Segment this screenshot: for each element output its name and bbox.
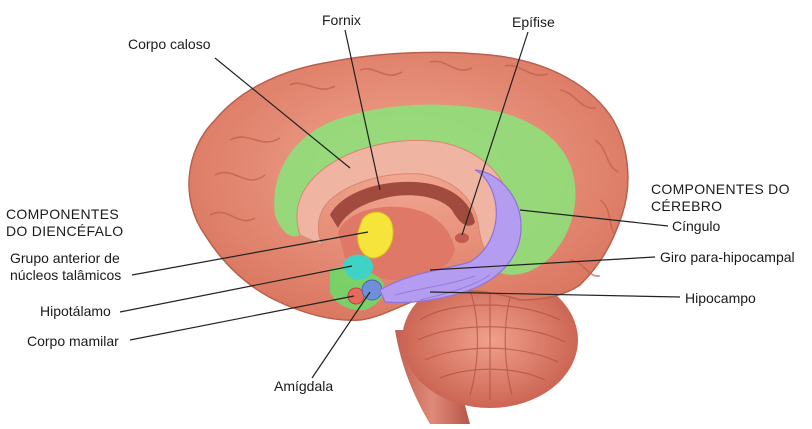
label-amigdala: Amígdala	[274, 378, 334, 394]
group-diencefalo-line2: DO DIENCÉFALO	[6, 223, 124, 239]
leader-corpo-mamilar	[129, 295, 355, 341]
leader-grupo-anterior	[131, 231, 369, 276]
label-cingulo: Cíngulo	[672, 218, 721, 234]
group-cerebro-line1: COMPONENTES DO	[651, 181, 790, 197]
label-giro-para-hipocampal: Giro para-hipocampal	[660, 249, 795, 265]
leader-hipotalamo	[119, 265, 353, 313]
label-fornix: Fornix	[322, 12, 361, 28]
leader-cingulo	[519, 209, 669, 227]
leader-corpo-caloso	[214, 57, 351, 169]
label-epifise: Epífise	[512, 14, 555, 30]
leader-fornix	[344, 29, 381, 191]
label-hipotalamo: Hipotálamo	[40, 303, 111, 319]
leader-lines	[119, 29, 681, 379]
label-grupo-anterior-line2: núcleos talâmicos	[10, 267, 122, 283]
group-cerebro-line2: CÉREBRO	[651, 198, 723, 214]
leader-amigdala	[311, 291, 371, 379]
group-diencefalo-line1: COMPONENTES	[6, 206, 119, 222]
hypothalamus	[343, 254, 374, 280]
anterior-thalamic-nuclei	[357, 211, 394, 259]
label-grupo-anterior-line1: Grupo anterior de	[10, 250, 120, 266]
leader-hipocampo	[429, 291, 681, 298]
amygdala	[361, 279, 383, 301]
label-hipocampo: Hipocampo	[685, 290, 756, 306]
pineal-gland	[455, 233, 469, 243]
label-corpo-caloso: Corpo caloso	[128, 36, 211, 52]
cingulate-gyrus	[274, 104, 576, 275]
fornix-body	[330, 181, 475, 228]
hippocampus-ridges	[394, 274, 491, 301]
leader-giro	[429, 256, 656, 271]
gyri-texture	[209, 60, 619, 277]
cerebellum-folia	[417, 285, 566, 400]
label-corpo-mamilar: Corpo mamilar	[27, 333, 119, 349]
hippocampus	[379, 169, 522, 304]
leader-epifise	[461, 31, 529, 236]
